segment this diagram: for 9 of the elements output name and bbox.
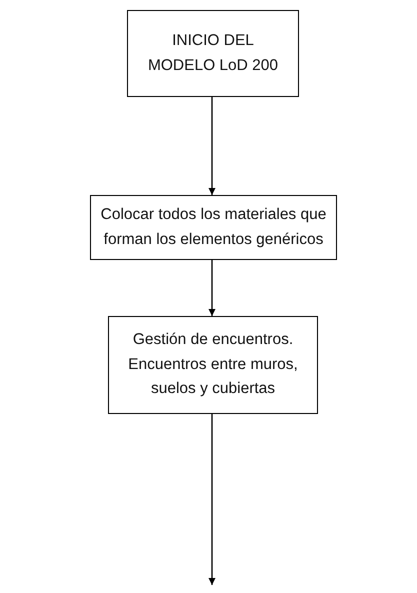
process-box — [108, 316, 318, 414]
box-text: Colocar todos los materiales que forman los elementos genéricos — [100, 204, 328, 250]
arrow — [208, 414, 216, 585]
process-box — [90, 195, 337, 260]
arrow — [208, 260, 216, 316]
process-box — [127, 10, 299, 97]
arrow — [208, 97, 216, 195]
box-text: INICIO DEL MODELO LoD 200 — [146, 30, 280, 76]
box-text: Gestión de encuentros. Encuentros entre muros, suelos y cubiertas — [127, 330, 299, 400]
